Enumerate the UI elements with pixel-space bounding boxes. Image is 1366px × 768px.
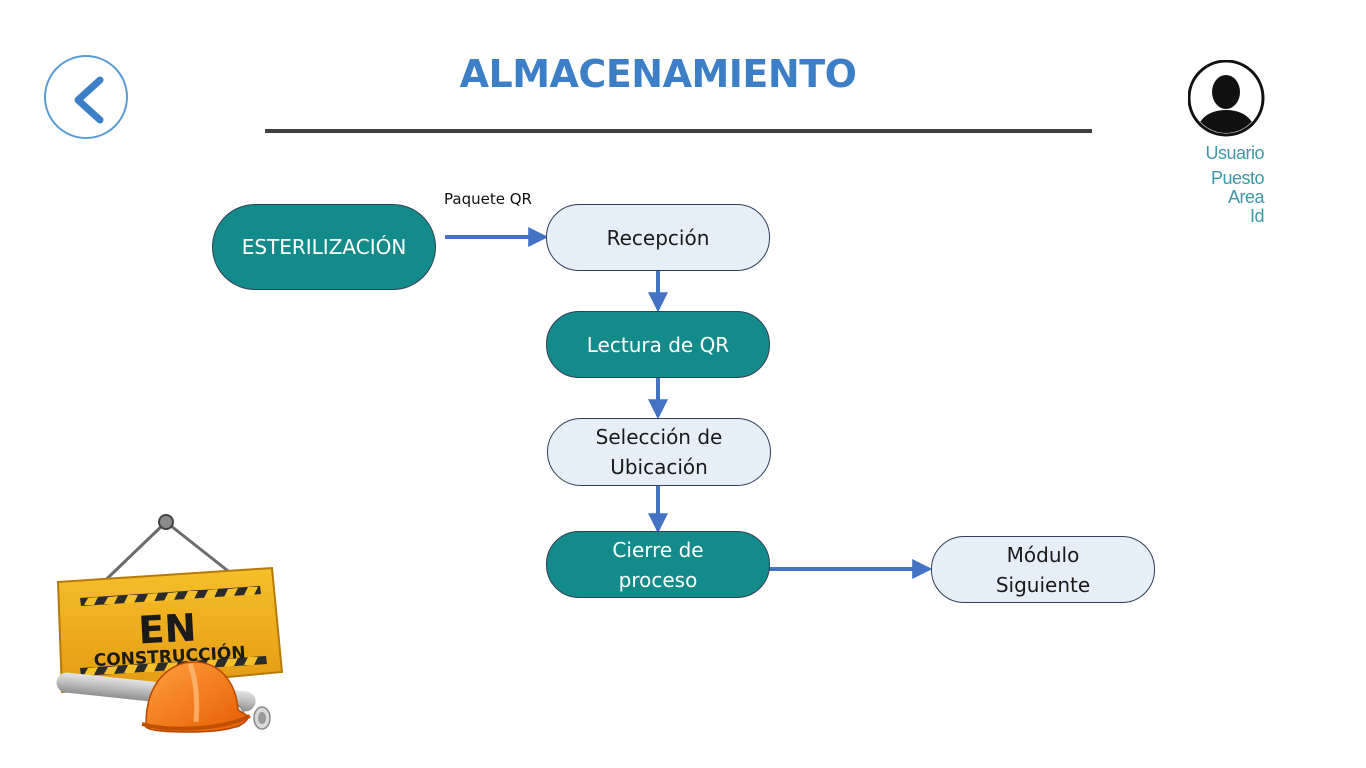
- badge-text-en: EN: [137, 606, 197, 653]
- node-seleccion-label-line2: Ubicación: [610, 455, 708, 479]
- user-name-label: Usuario: [1205, 143, 1264, 163]
- edge-label-paquete-qr: Paquete QR: [444, 190, 532, 208]
- page-title: ALMACENAMIENTO: [459, 52, 857, 96]
- back-button[interactable]: [44, 55, 128, 139]
- chevron-left-icon: [74, 76, 104, 124]
- user-area-label: Area: [1227, 187, 1265, 207]
- construction-sign-icon: EN CONSTRUCCIÓN: [56, 514, 284, 733]
- user-id-label: Id: [1249, 206, 1265, 226]
- node-recepcion-label: Recepción: [606, 225, 710, 250]
- node-lectura-qr: Lectura de QR: [546, 311, 770, 378]
- user-info: Usuario Puesto Area Id: [1205, 144, 1264, 226]
- node-seleccion-ubicacion: Selección de Ubicación: [547, 418, 771, 486]
- node-cierre-label-line2: proceso: [618, 567, 698, 592]
- node-recepcion: Recepción: [546, 204, 770, 271]
- user-avatar[interactable]: [1187, 59, 1266, 138]
- title-divider: [265, 129, 1092, 133]
- node-cierre-proceso: Cierre de proceso: [546, 531, 770, 598]
- node-modulo-label-line1: Módulo: [1006, 542, 1080, 567]
- node-modulo-siguiente: Módulo Siguiente: [931, 536, 1155, 603]
- node-esterilizacion: ESTERILIZACIÓN: [212, 204, 436, 290]
- node-esterilizacion-label: ESTERILIZACIÓN: [241, 235, 407, 259]
- node-cierre-label-line1: Cierre de: [612, 537, 704, 562]
- node-lectura-qr-label: Lectura de QR: [586, 332, 730, 357]
- node-modulo-label-line2: Siguiente: [995, 572, 1091, 597]
- user-avatar-icon: [1187, 59, 1265, 137]
- node-seleccion-label-line1: Selección de: [595, 425, 723, 449]
- user-position-label: Puesto: [1210, 168, 1265, 188]
